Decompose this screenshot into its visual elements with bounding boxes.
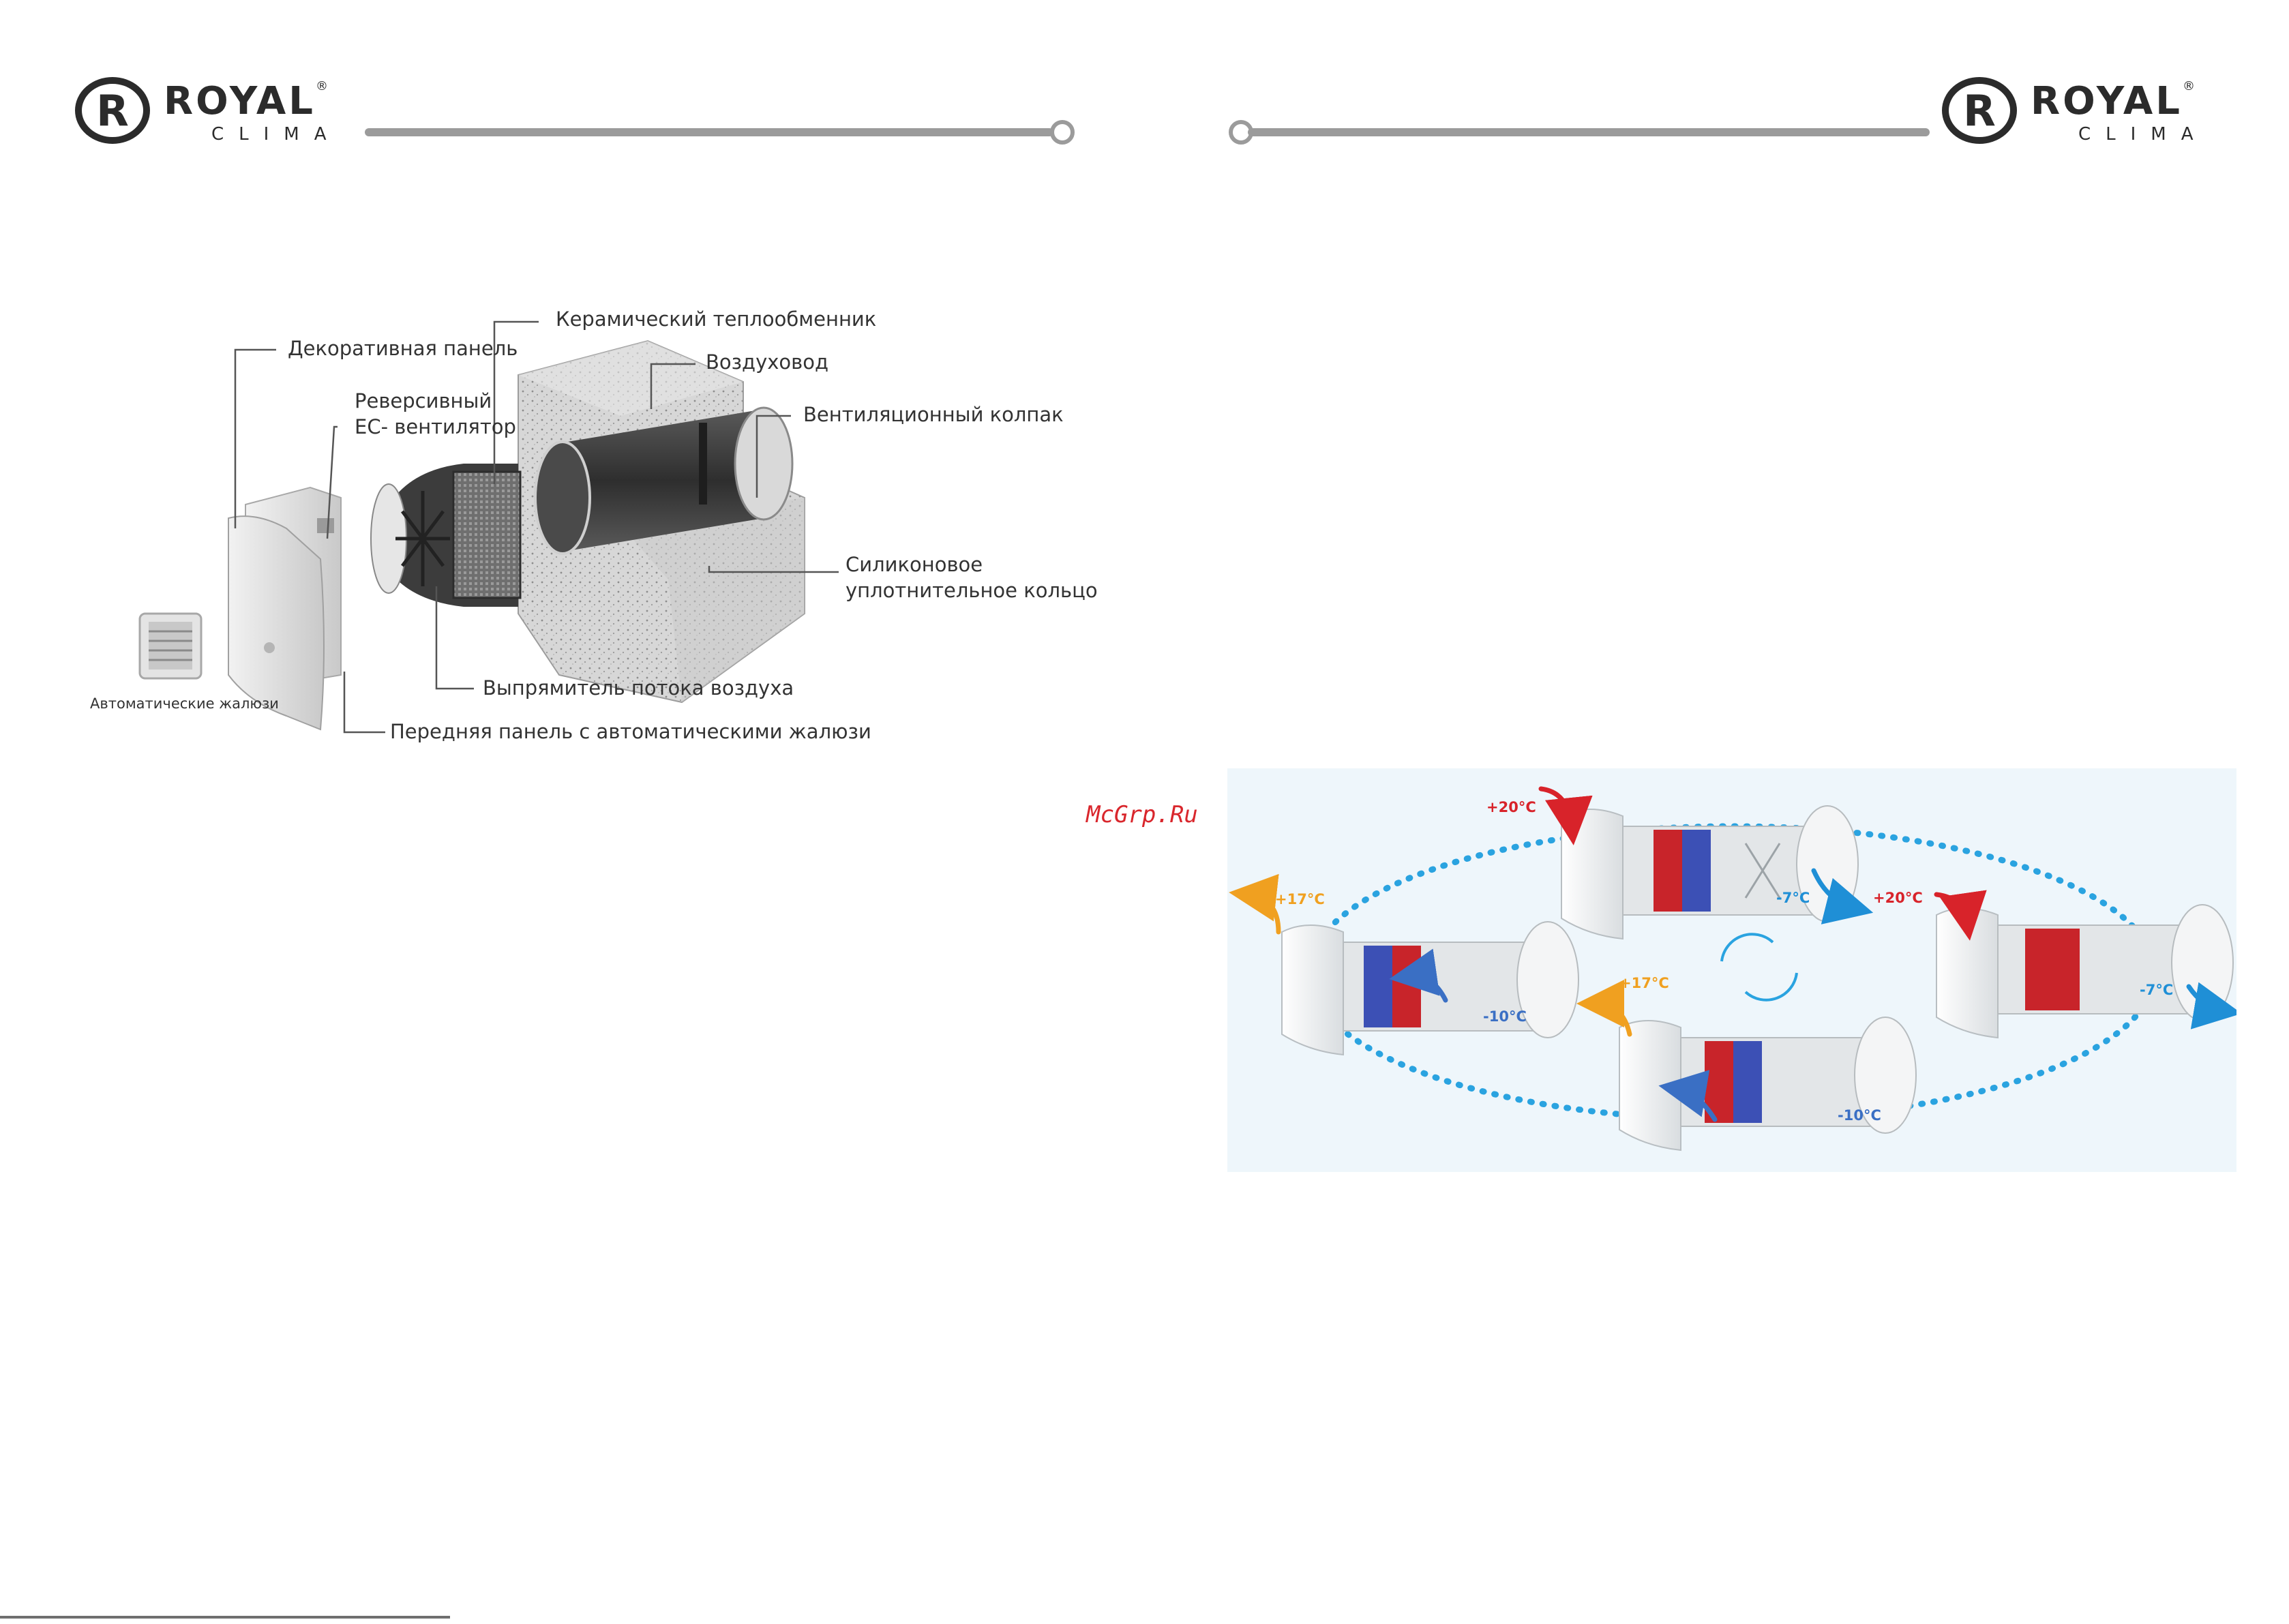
label-vent-cap: Вентиляционный колпак: [803, 403, 1064, 426]
unit-left: [1281, 921, 1579, 1056]
temp-top-in: +20°C: [1486, 799, 1536, 815]
exchanger-cylinder: [370, 464, 522, 607]
airflow-illustration: [1229, 786, 2236, 1152]
unit-top: [1561, 805, 1859, 940]
leader-lines: [234, 320, 839, 734]
brand-logo-left: R ROYAL® CLIMA: [75, 76, 368, 145]
temp-top-out: -7°C: [1776, 890, 1810, 906]
auto-louver-thumb: [138, 612, 203, 680]
label-reverse-fan-1: Реверсивный: [355, 389, 492, 412]
label-decor-panel: Декоративная панель: [288, 337, 518, 360]
brand-logo-right: R ROYAL® CLIMA: [1942, 76, 2235, 145]
svg-text:R: R: [96, 86, 129, 136]
temp-left-out: +17°C: [1275, 891, 1325, 907]
label-silicone-1: Силиконовое: [846, 553, 983, 576]
label-straightener: Выпрямитель потока воздуха: [483, 676, 794, 700]
logo-subtitle: CLIMA: [2078, 124, 2209, 145]
airflow-diagram: +20°C -7°C +20°C -7°C +17°C -10°C +17°C …: [1227, 768, 2236, 1172]
temp-right-in: +20°C: [1873, 890, 1923, 906]
label-reverse-fan-2: ЕС- вентилятор: [355, 415, 516, 438]
unit-right: [1936, 904, 2234, 1039]
cycle-rotate-icon: [1720, 933, 1798, 1002]
header-rule-left: [365, 128, 1053, 136]
exploded-illustration: [138, 320, 839, 734]
label-auto-louvers: Автоматические жалюзи: [90, 695, 279, 712]
arrow-top-in: [1538, 786, 1593, 845]
label-ceramic-exchanger: Керамический теплообменник: [556, 307, 877, 331]
logo-r-icon: R: [1942, 77, 2017, 144]
header-rule-right: [1248, 128, 1930, 136]
svg-text:R: R: [1963, 86, 1996, 136]
arrow-bottom-in: [1658, 1070, 1718, 1122]
arrow-left-in: [1389, 948, 1448, 1003]
logo-r-icon: R: [75, 77, 150, 144]
logo-wordmark: ROYAL®: [164, 79, 331, 123]
arrow-bottom-out: [1576, 980, 1632, 1037]
decorative-panel: [228, 515, 325, 731]
label-air-duct: Воздуховод: [706, 350, 829, 374]
arrow-top-out: [1811, 868, 1874, 924]
logo-wordmark: ROYAL®: [2031, 79, 2198, 123]
temp-bottom-out: +17°C: [1619, 975, 1669, 991]
exploded-diagram: Керамический теплообменник Декоративная …: [82, 293, 1098, 764]
arrow-left-out: [1229, 873, 1281, 935]
label-silicone-2: уплотнительное кольцо: [846, 579, 1098, 602]
label-front-panel: Передняя панель с автоматическими жалюзи: [390, 720, 871, 743]
header-knob-left: [1050, 120, 1075, 145]
temp-left-in: -10°C: [1483, 1008, 1527, 1025]
footer-rule: [0, 1616, 450, 1619]
arrow-right-in: [1934, 890, 1987, 941]
unit-bottom: [1619, 1017, 1917, 1152]
logo-subtitle: CLIMA: [211, 124, 342, 145]
arrow-right-out: [2186, 982, 2236, 1029]
air-duct-tube: [534, 406, 794, 555]
temp-right-out: -7°C: [2140, 982, 2174, 998]
temp-bottom-in: -10°C: [1838, 1107, 1881, 1124]
watermark-text: McGrp.Ru: [1086, 801, 1198, 828]
